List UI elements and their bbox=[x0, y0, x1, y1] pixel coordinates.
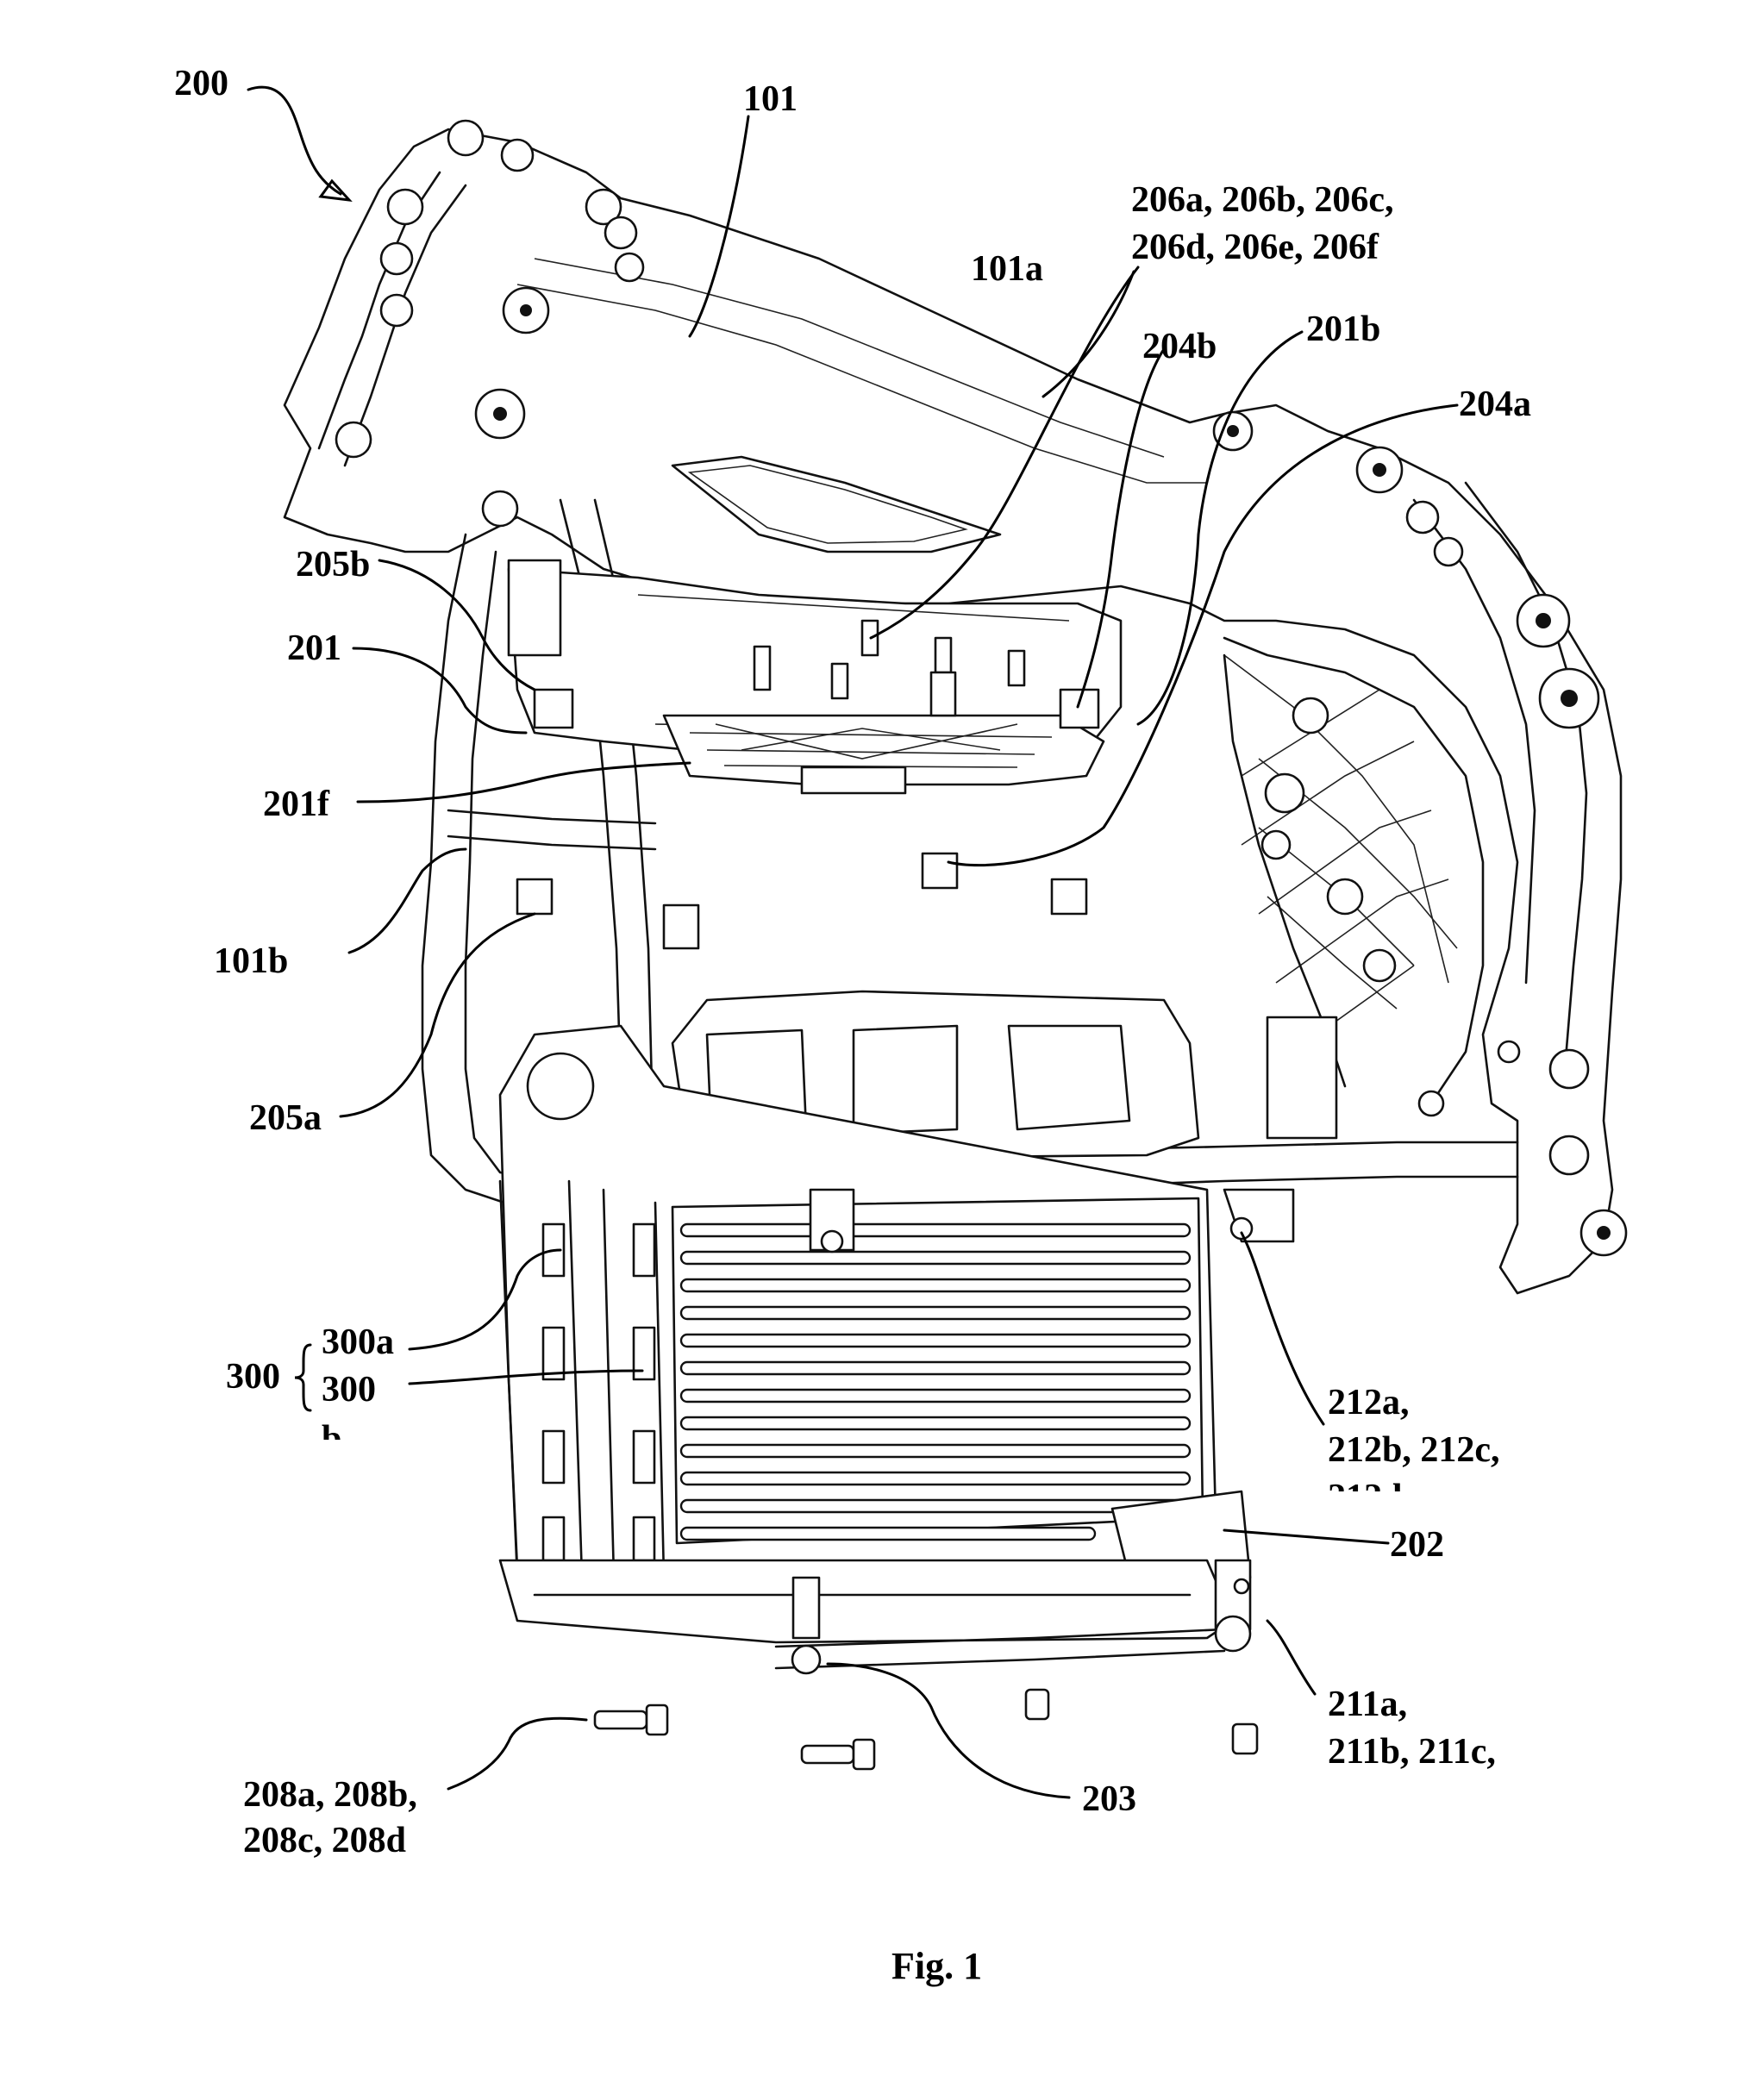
label-212-line3: 212d bbox=[1328, 1478, 1402, 1517]
brace-300 bbox=[294, 1343, 312, 1412]
label-212-line2: 212b, 212c, bbox=[1328, 1430, 1500, 1470]
reference-labels: 200 101 206a, 206b, 206c, 206d, 206e, 20… bbox=[174, 64, 1531, 1987]
label-300b-line2: b bbox=[322, 1419, 341, 1459]
label-204a: 204a bbox=[1459, 384, 1531, 424]
label-208-line1: 208a, 208b, bbox=[243, 1775, 417, 1815]
label-300a: 300a bbox=[322, 1322, 394, 1362]
label-101a: 101a bbox=[971, 249, 1043, 289]
rail-203 bbox=[774, 1559, 1252, 1675]
label-101b: 101b bbox=[214, 941, 288, 981]
bolts-208 bbox=[593, 1688, 1259, 1771]
label-208-line2: 208c, 208d bbox=[243, 1821, 406, 1860]
label-300: 300 bbox=[226, 1357, 280, 1397]
label-201b: 201b bbox=[1306, 309, 1380, 349]
label-202: 202 bbox=[1390, 1525, 1444, 1565]
panel-clips bbox=[516, 852, 1088, 950]
label-300b-line1: 300 bbox=[322, 1370, 376, 1410]
frame-101 bbox=[283, 119, 1628, 1295]
bracket-201 bbox=[507, 559, 1123, 795]
label-201f: 201f bbox=[263, 785, 330, 824]
label-206-line1: 206a, 206b, 206c, bbox=[1131, 180, 1394, 220]
label-206-line2: 206d, 206e, 206f bbox=[1131, 228, 1379, 267]
label-205a: 205a bbox=[249, 1098, 322, 1138]
label-200: 200 bbox=[174, 64, 228, 103]
battery-modules-300 bbox=[498, 990, 1338, 1579]
label-212-line1: 212a, bbox=[1328, 1383, 1410, 1422]
figure-caption: Fig. 1 bbox=[891, 1945, 982, 1987]
label-204b: 204b bbox=[1142, 327, 1217, 366]
label-211-line2: 211b, 211c, bbox=[1328, 1732, 1496, 1772]
label-211-line1: 211a, bbox=[1328, 1685, 1407, 1724]
leader-lines bbox=[247, 85, 1459, 1799]
label-201: 201 bbox=[287, 628, 341, 668]
label-205b: 205b bbox=[296, 545, 370, 585]
label-101: 101 bbox=[743, 79, 798, 119]
label-203: 203 bbox=[1082, 1779, 1136, 1819]
